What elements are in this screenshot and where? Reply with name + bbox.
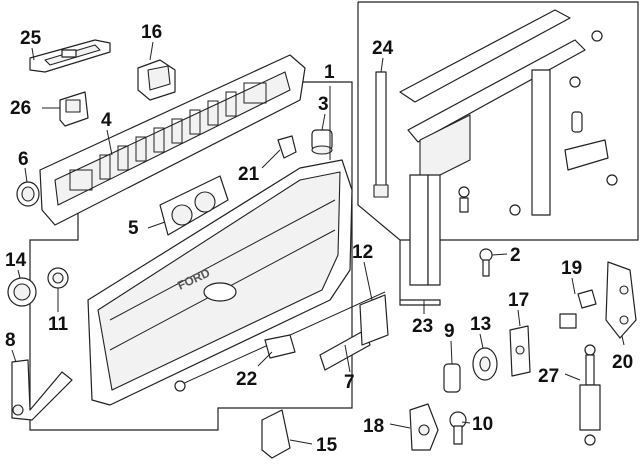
callout-15[interactable]: 15 bbox=[316, 435, 338, 456]
callout-1[interactable]: 1 bbox=[324, 62, 335, 83]
callout-11[interactable]: 11 bbox=[48, 314, 69, 335]
callout-2[interactable]: 2 bbox=[510, 245, 521, 266]
part-22-link[interactable] bbox=[264, 334, 296, 359]
callout-13[interactable]: 13 bbox=[470, 314, 491, 335]
callout-7[interactable]: 7 bbox=[344, 372, 355, 393]
part-2-bolt[interactable] bbox=[479, 248, 493, 277]
callout-25[interactable]: 25 bbox=[20, 28, 42, 49]
part-1-tailgate[interactable]: FORD bbox=[87, 159, 353, 406]
part-4-panel[interactable] bbox=[39, 54, 306, 226]
part-14-cup[interactable] bbox=[7, 277, 37, 307]
part-9-bumper[interactable] bbox=[443, 363, 461, 393]
part-3-knob[interactable] bbox=[311, 129, 333, 155]
part-27-strut[interactable] bbox=[579, 344, 601, 446]
callout-9[interactable]: 9 bbox=[444, 321, 455, 342]
part-17-bracket[interactable] bbox=[509, 325, 531, 377]
part-16-block[interactable] bbox=[137, 59, 176, 101]
callout-24[interactable]: 24 bbox=[372, 38, 394, 59]
callout-3[interactable]: 3 bbox=[318, 94, 329, 115]
leader-lines bbox=[11, 41, 625, 445]
group-outlines bbox=[29, 1, 639, 431]
callout-18[interactable]: 18 bbox=[363, 416, 384, 437]
upper-group-box bbox=[357, 1, 639, 306]
part-13-bushing[interactable] bbox=[472, 347, 498, 381]
part-10-stud[interactable] bbox=[449, 411, 467, 445]
callout-22[interactable]: 22 bbox=[236, 369, 257, 390]
callout-8[interactable]: 8 bbox=[5, 330, 16, 351]
callout-23[interactable]: 23 bbox=[412, 316, 433, 337]
callout-26[interactable]: 26 bbox=[10, 98, 31, 119]
callout-27[interactable]: 27 bbox=[538, 366, 559, 387]
part-19-clip[interactable] bbox=[559, 289, 597, 329]
part-11-ring[interactable] bbox=[47, 267, 69, 289]
callout-6[interactable]: 6 bbox=[18, 149, 29, 170]
part-7-bracket[interactable] bbox=[319, 294, 389, 371]
part-5-plate[interactable] bbox=[159, 175, 229, 236]
part-18-plate[interactable] bbox=[409, 403, 439, 451]
callout-21[interactable]: 21 bbox=[238, 164, 260, 185]
part-15-latch[interactable] bbox=[261, 409, 291, 459]
part-21-clip[interactable] bbox=[277, 135, 297, 159]
callout-16[interactable]: 16 bbox=[141, 22, 162, 43]
part-24-strut[interactable] bbox=[373, 71, 389, 198]
upper-assembly[interactable] bbox=[399, 9, 618, 286]
main-assembly-outline bbox=[29, 81, 353, 431]
callout-17[interactable]: 17 bbox=[508, 290, 529, 311]
part-20-cover[interactable] bbox=[605, 261, 637, 339]
callout-5[interactable]: 5 bbox=[128, 218, 139, 239]
part-6-ring[interactable] bbox=[16, 181, 40, 207]
callout-12[interactable]: 12 bbox=[352, 242, 373, 263]
part-25-bracket[interactable] bbox=[29, 39, 111, 73]
callout-labels: 1 2 3 4 5 6 7 8 9 10 11 12 13 14 15 16 1… bbox=[5, 22, 633, 456]
callout-20[interactable]: 20 bbox=[612, 352, 633, 373]
callout-14[interactable]: 14 bbox=[5, 250, 27, 271]
callout-4[interactable]: 4 bbox=[101, 110, 112, 131]
callout-19[interactable]: 19 bbox=[561, 258, 582, 279]
part-26-clip[interactable] bbox=[59, 91, 89, 127]
callout-10[interactable]: 10 bbox=[472, 414, 493, 435]
part-8-hinge[interactable] bbox=[11, 359, 73, 421]
